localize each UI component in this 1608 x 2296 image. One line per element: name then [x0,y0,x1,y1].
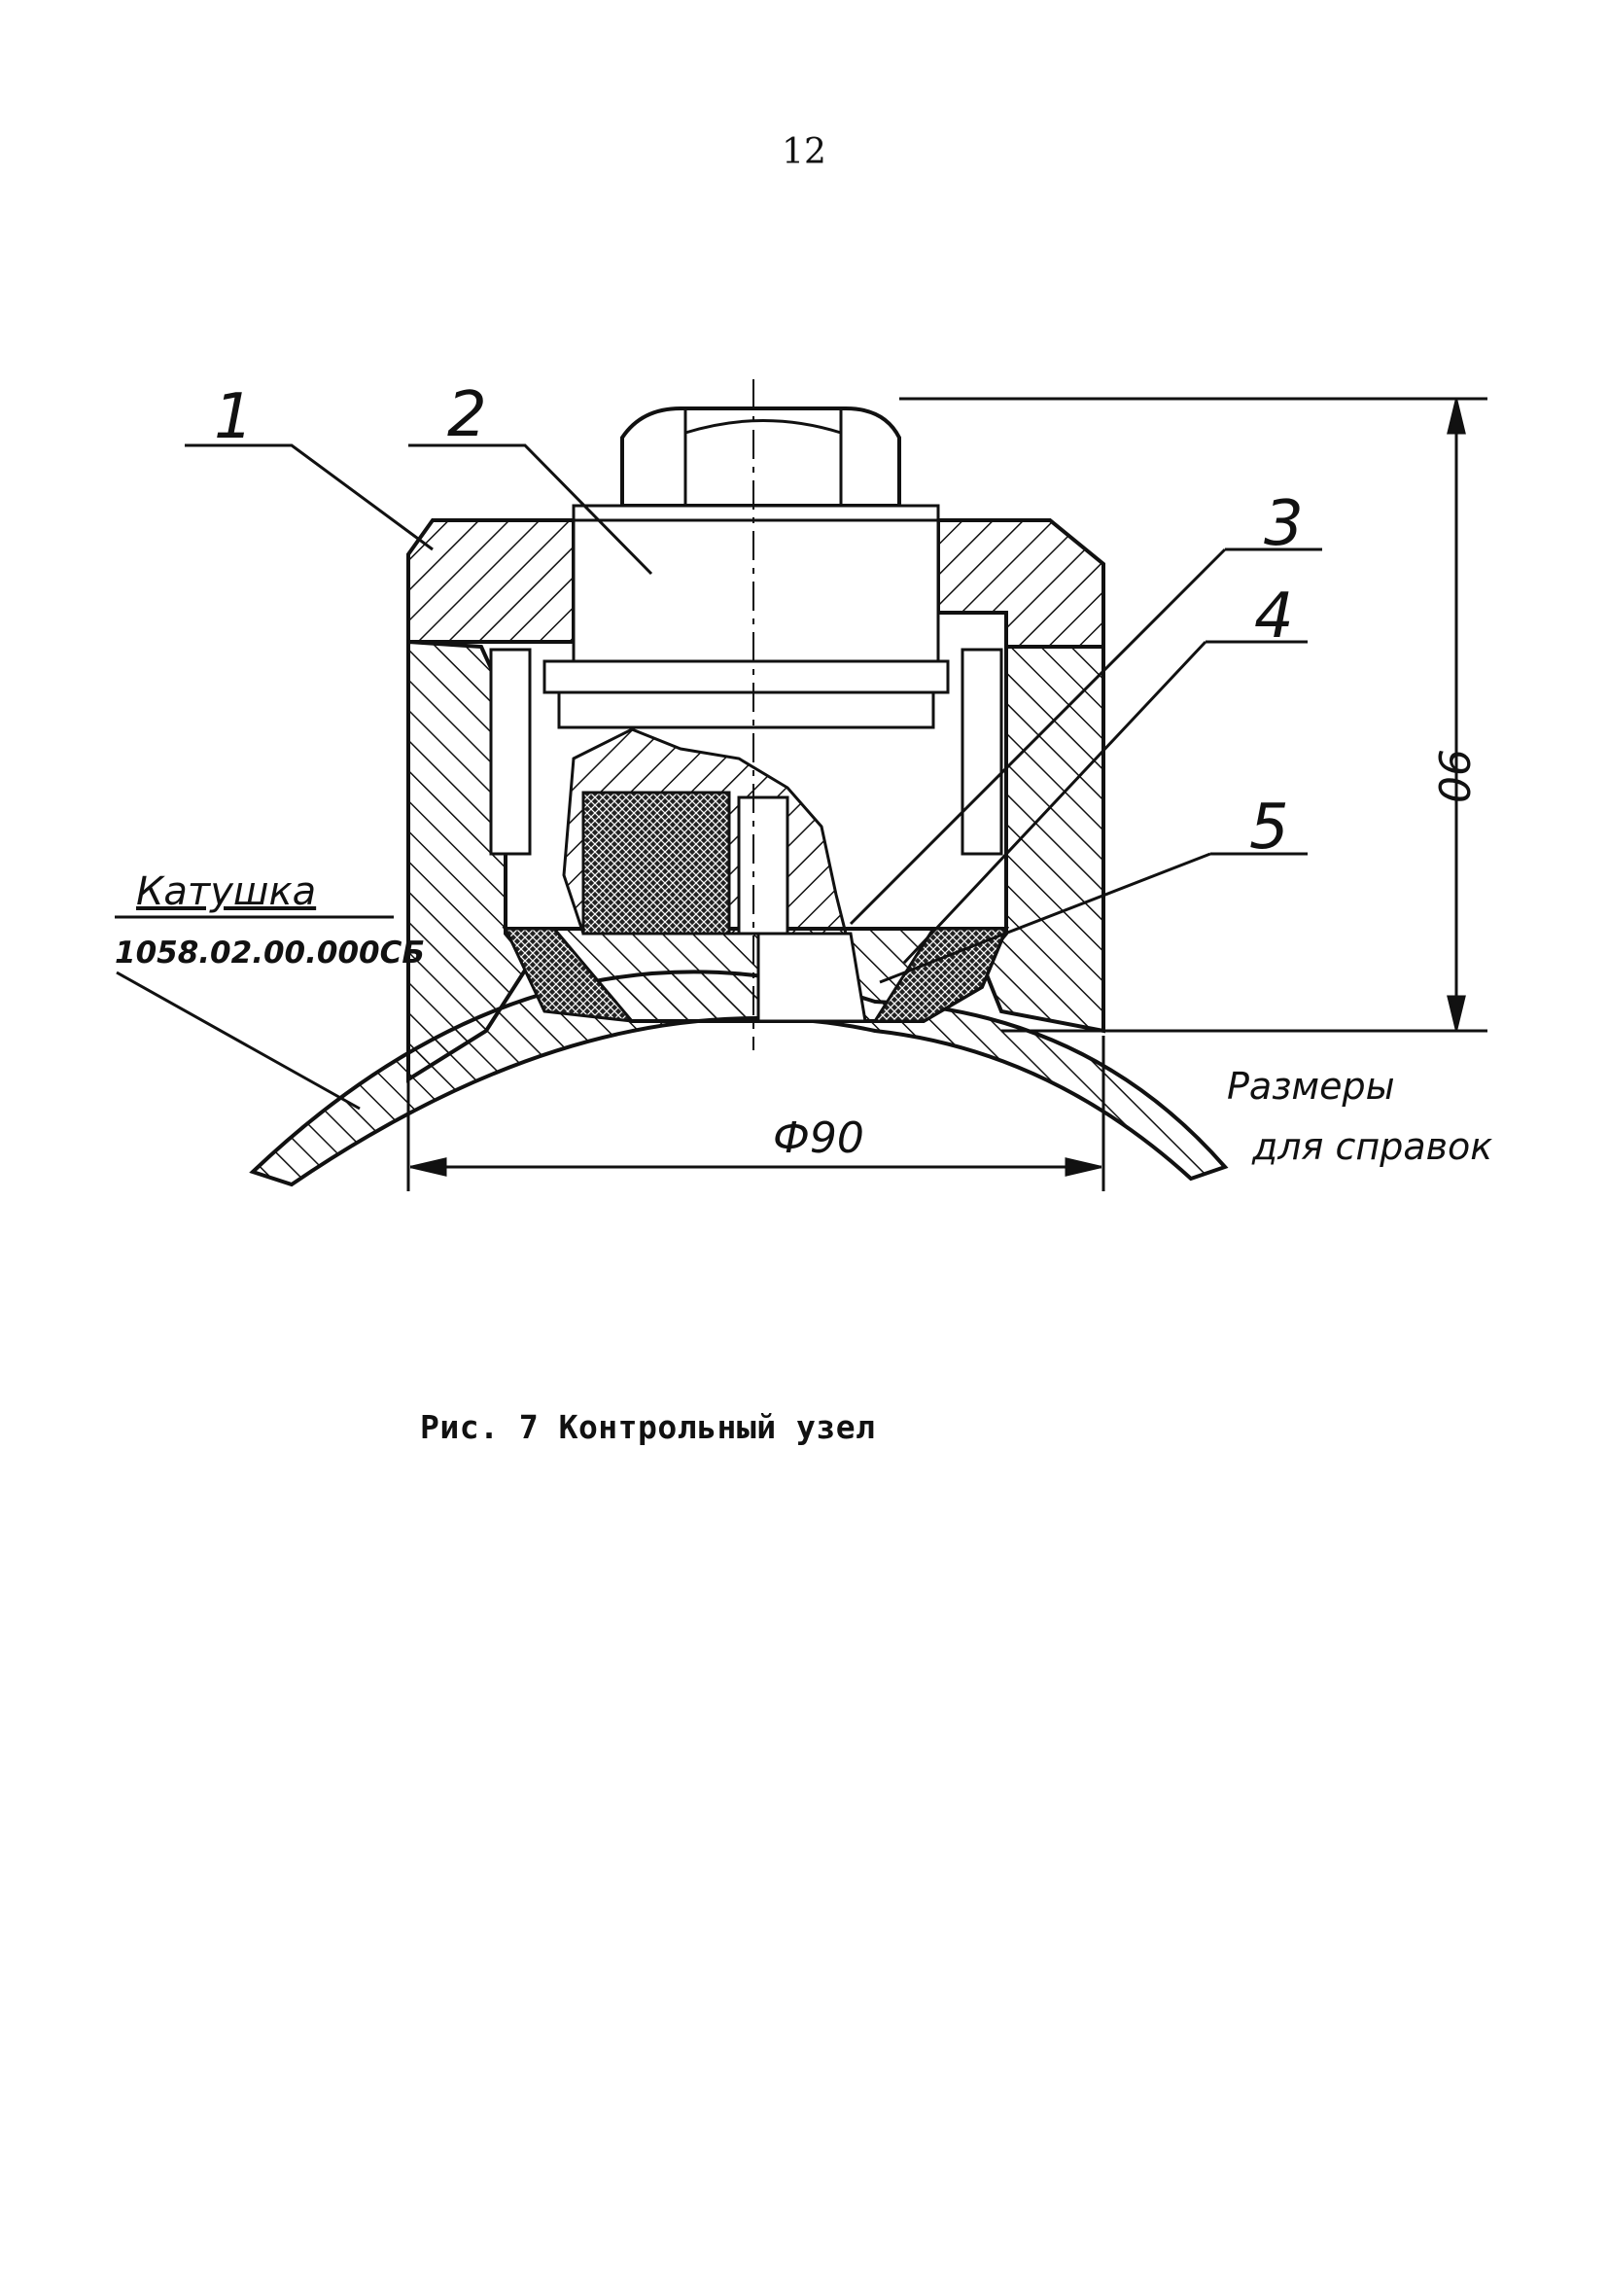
coil-title-label: Катушка [136,869,316,914]
reference-note-line-2: для справок [1251,1125,1492,1168]
diameter-dimension [406,1036,1105,1191]
height-dimension-value: 90 [1428,749,1478,803]
callout-5: 5 [1249,792,1289,864]
callout-4: 4 [1254,581,1294,653]
cover-part-1 [406,518,1105,649]
page-number: 12 [782,132,826,172]
sensor-part-3 [562,727,848,936]
reference-note-line-1: Размеры [1227,1065,1395,1108]
seat-part-5 [502,927,1009,1023]
bolt-head-part-2 [572,406,940,663]
diameter-dimension-value: Ф90 [773,1113,864,1163]
callout-3: 3 [1264,488,1304,560]
inner-sleeve [489,648,1003,856]
leader-lines [116,443,1322,1111]
callout-2: 2 [447,379,487,451]
callout-1: 1 [214,381,254,453]
figure-caption: Рис. 7 Контрольный узел [420,1408,876,1446]
body-walls [406,639,1105,1083]
coil-code-label: 1058.02.00.000СБ [115,936,425,971]
height-dimension [899,397,1487,1033]
